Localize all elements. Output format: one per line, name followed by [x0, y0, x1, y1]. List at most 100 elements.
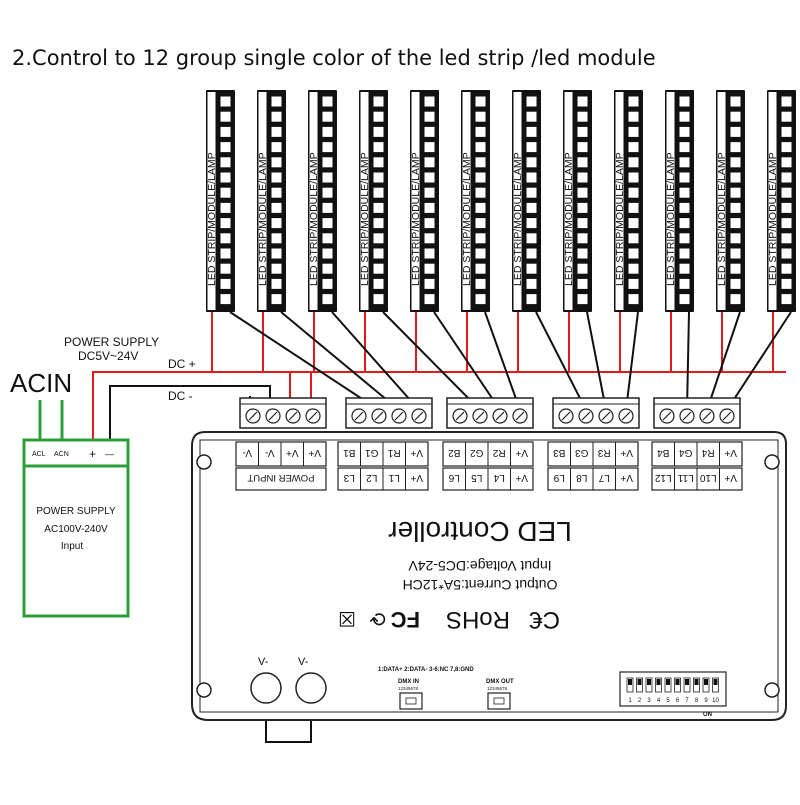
- led-chip: [729, 156, 742, 169]
- led-chip: [780, 217, 793, 230]
- led-chip: [576, 110, 589, 123]
- pin-label: V+: [410, 472, 423, 483]
- dip-number: 3: [647, 698, 651, 704]
- led-chip: [627, 293, 640, 306]
- dip-knob: [685, 679, 689, 685]
- dip-switch: [619, 671, 727, 707]
- led-chip: [423, 201, 436, 214]
- controller-name: LED Controller: [388, 516, 572, 547]
- ce-mark-icon: C€: [529, 606, 560, 633]
- led-strip-2: LED STRIP/MODULE/LAMP: [257, 90, 286, 312]
- strip-label: LED STRIP/MODULE/LAMP: [206, 152, 218, 286]
- led-chip: [270, 110, 283, 123]
- strip-label: LED STRIP/MODULE/LAMP: [665, 152, 677, 286]
- led-chip: [729, 201, 742, 214]
- led-chip: [372, 186, 385, 199]
- power-pins-box: V+V+V-V-: [235, 441, 327, 467]
- led-chip: [678, 186, 691, 199]
- screw-terminal: [558, 408, 574, 424]
- pin-label: G4: [679, 447, 693, 458]
- led-chip: [576, 171, 589, 184]
- led-chip: [219, 247, 232, 260]
- led-strip-7: LED STRIP/MODULE/LAMP: [512, 90, 541, 312]
- pin-label: V+: [515, 447, 528, 458]
- pin-label: V+: [724, 447, 737, 458]
- screw-terminal: [659, 408, 675, 424]
- led-chip: [474, 201, 487, 214]
- v-minus-knob-1: [250, 672, 282, 704]
- led-chip: [474, 141, 487, 154]
- pin-label: V-: [265, 447, 274, 458]
- led-chip: [729, 95, 742, 108]
- led-chip: [525, 247, 538, 260]
- led-chip: [627, 247, 640, 260]
- dmx-in-port-latch: [405, 697, 417, 705]
- dip-number: 10: [712, 698, 719, 704]
- led-strip-1: LED STRIP/MODULE/LAMP: [206, 90, 235, 312]
- dip-number: 1: [628, 698, 632, 704]
- dmx-pinout-note: 1:DATA+ 2:DATA- 3-6:NC 7,8:GND: [378, 667, 474, 673]
- led-chip: [474, 277, 487, 290]
- led-chip: [678, 141, 691, 154]
- led-chip: [270, 247, 283, 260]
- ps-plus-label: +: [89, 447, 96, 461]
- led-chip: [525, 217, 538, 230]
- dmx-in-port: [399, 692, 423, 710]
- led-chip: [780, 262, 793, 275]
- pin-label: V-: [243, 447, 252, 458]
- led-chip: [780, 125, 793, 138]
- pin-label: L1: [388, 472, 400, 483]
- fc-mark-icon: FC: [391, 607, 420, 632]
- led-chip: [729, 293, 742, 306]
- led-chip: [219, 293, 232, 306]
- strip-12-control-wire: [726, 311, 792, 411]
- led-chip: [474, 171, 487, 184]
- led-chip: [576, 125, 589, 138]
- led-chip: [372, 156, 385, 169]
- pin-label: B4: [657, 447, 670, 458]
- pin-label: L4: [493, 472, 505, 483]
- dmx-out-port-latch: [493, 697, 505, 705]
- led-chip: [678, 247, 691, 260]
- pin-label: V+: [308, 447, 321, 458]
- group-4-terminal: [653, 397, 741, 429]
- led-chip: [729, 171, 742, 184]
- led-chip: [627, 277, 640, 290]
- led-chip: [321, 186, 334, 199]
- dip-number: 2: [638, 698, 642, 704]
- dmx-out-pins: 12345678: [487, 686, 508, 691]
- led-chip: [372, 125, 385, 138]
- led-chip: [525, 171, 538, 184]
- mount-hole-tr: [764, 454, 780, 470]
- pin-label: V+: [620, 447, 633, 458]
- led-chip: [219, 110, 232, 123]
- led-chip: [729, 141, 742, 154]
- strip-label: LED STRIP/MODULE/LAMP: [359, 152, 371, 286]
- led-chip: [729, 247, 742, 260]
- pin-label: G2: [470, 447, 484, 458]
- led-chip: [576, 95, 589, 108]
- screw-terminal: [411, 408, 427, 424]
- led-strip-5: LED STRIP/MODULE/LAMP: [410, 90, 439, 312]
- led-chip: [576, 293, 589, 306]
- led-strip-10: LED STRIP/MODULE/LAMP: [665, 90, 694, 312]
- strip-7-control-wire: [535, 311, 587, 411]
- pin-label: B2: [448, 447, 461, 458]
- strip-1-control-wire: [229, 311, 380, 411]
- led-chip: [423, 277, 436, 290]
- led-chip: [270, 277, 283, 290]
- led-chip: [423, 247, 436, 260]
- led-chip: [576, 277, 589, 290]
- led-chip: [423, 110, 436, 123]
- mount-hole-br: [764, 682, 780, 698]
- led-chip: [219, 125, 232, 138]
- strip-label: LED STRIP/MODULE/LAMP: [461, 152, 473, 286]
- screw-terminal: [472, 408, 488, 424]
- led-chip: [678, 293, 691, 306]
- led-chip: [780, 110, 793, 123]
- knob-2-label: V-: [298, 656, 309, 668]
